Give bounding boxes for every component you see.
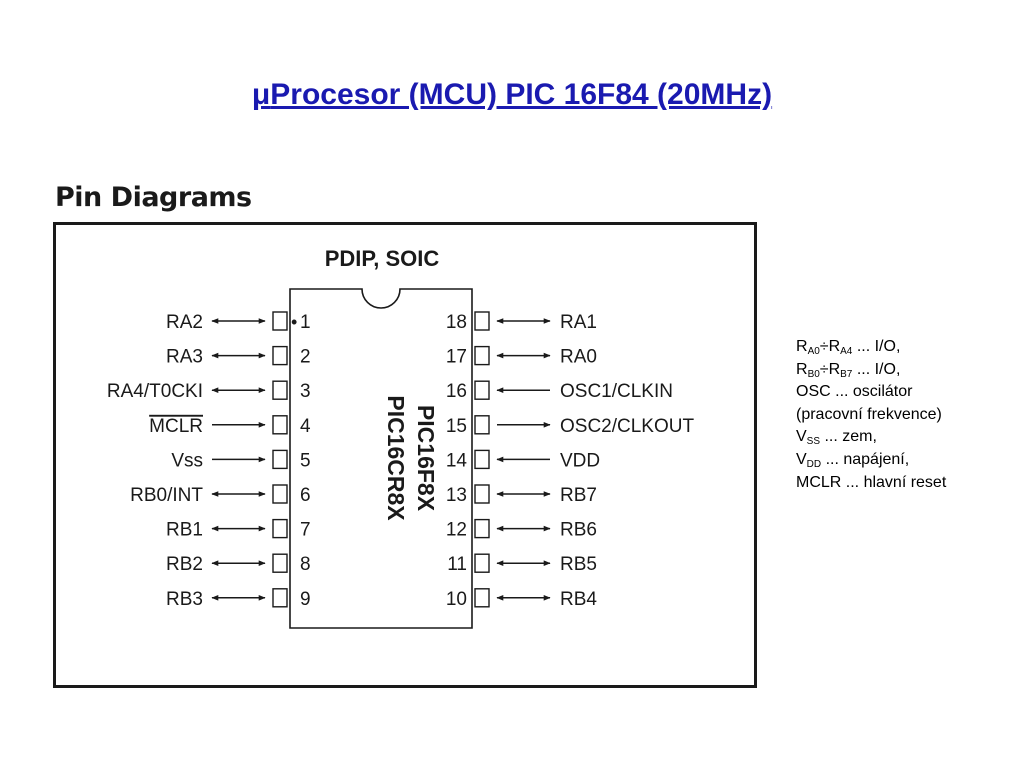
pin-pad bbox=[474, 588, 490, 608]
slide-title-text: Procesor (MCU) PIC 16F84 (20MHz) bbox=[270, 78, 773, 111]
pin-13: 13 RB7 bbox=[446, 484, 597, 506]
pin-label: OSC1/CLKIN bbox=[560, 381, 673, 402]
legend-row-vdd: VDD ... napájení, bbox=[796, 450, 910, 470]
pin-pad bbox=[272, 345, 288, 366]
pin-pad bbox=[474, 553, 490, 573]
pins: 1 RA2 •2 RA3 3 RA4/T0CKI 4 MCLR 5 Vss 6 RB0/INT 7 RB1… bbox=[107, 311, 694, 610]
pin-6: 6 RB0/INT bbox=[130, 484, 311, 506]
pin-number: 3 bbox=[300, 381, 311, 402]
pin-14: 14 VDD bbox=[446, 449, 600, 471]
pin-label: OSC2/CLKOUT bbox=[560, 416, 694, 437]
chip-name-1: PIC16F8X bbox=[413, 405, 439, 512]
legend-row-mclr: MCLR ... hlavní reset bbox=[796, 473, 947, 491]
pin-7: 7 RB1 bbox=[166, 518, 311, 541]
pin-label: RA3 bbox=[166, 347, 203, 368]
pin-number: 18 bbox=[446, 312, 467, 333]
pin-pad bbox=[272, 311, 288, 331]
legend-row-vss: VSS ... zem, bbox=[796, 428, 877, 448]
pin-3: 3 RA4/T0CKI bbox=[107, 380, 311, 402]
pin-number: 13 bbox=[446, 485, 467, 506]
pin-18: 18 RA1 bbox=[446, 311, 597, 333]
pin-label: RB4 bbox=[560, 589, 597, 610]
pin-5: 5 Vss bbox=[171, 449, 311, 471]
legend-row-osc: OSC ... oscilátor bbox=[796, 383, 913, 401]
pin-label: VDD bbox=[560, 450, 600, 471]
pin-label: RA1 bbox=[560, 312, 597, 333]
pin-label: RB2 bbox=[166, 554, 203, 575]
pin-number: 12 bbox=[446, 520, 467, 541]
pin-label: RA0 bbox=[560, 347, 597, 368]
pin-label: RB6 bbox=[560, 520, 597, 541]
pin-label: RB0/INT bbox=[130, 485, 203, 506]
pin-number: 17 bbox=[446, 347, 467, 368]
pin-4: 4 MCLR bbox=[149, 415, 311, 437]
pin-pad bbox=[474, 345, 490, 366]
pin-16: 16 OSC1/CLKIN bbox=[446, 380, 673, 402]
slide-title: μProcesor (MCU) PIC 16F84 (20MHz) bbox=[0, 78, 1024, 112]
diagram-frame bbox=[53, 222, 757, 688]
pin-pad bbox=[272, 588, 288, 608]
pin-number: 8 bbox=[300, 554, 311, 575]
pin-pad bbox=[272, 380, 288, 400]
pin-pad bbox=[272, 553, 288, 573]
pin-2: 2 RA3 bbox=[166, 345, 311, 368]
pin-number: 11 bbox=[447, 554, 467, 575]
pin-label: RA4/T0CKI bbox=[107, 381, 203, 402]
pin-number: 1 bbox=[300, 312, 311, 333]
mu-symbol: μ bbox=[251, 78, 271, 111]
chip-name-2: PIC16CR8X bbox=[383, 395, 409, 521]
pin-number: 9 bbox=[300, 589, 311, 610]
pin-number: 7 bbox=[300, 520, 311, 541]
pin-number: 4 bbox=[300, 416, 311, 437]
pin-9: 9 RB3 bbox=[166, 588, 311, 610]
pin-number: 14 bbox=[446, 450, 468, 471]
pin-label: RA2 bbox=[166, 312, 203, 333]
pin1-marker: • bbox=[291, 312, 297, 332]
pin-pad bbox=[474, 449, 490, 470]
pin-number: 15 bbox=[446, 416, 467, 437]
pin-label: RB5 bbox=[560, 554, 597, 575]
pin-label: Vss bbox=[171, 450, 203, 471]
pin-pad bbox=[272, 518, 288, 539]
pin-pad bbox=[272, 449, 288, 470]
pin-pad bbox=[272, 415, 288, 435]
pin-number: 6 bbox=[300, 485, 311, 506]
diagram-heading: Pin Diagrams bbox=[55, 182, 252, 213]
pin-pad bbox=[474, 518, 490, 539]
pin-12: 12 RB6 bbox=[446, 518, 597, 541]
pin-label: RB7 bbox=[560, 485, 597, 506]
pin-number: 16 bbox=[446, 381, 467, 402]
pin-number: 10 bbox=[446, 589, 467, 610]
legend-row-osc-desc: (pracovní frekvence) bbox=[796, 405, 942, 423]
pin-17: 17 RA0 bbox=[446, 345, 597, 368]
pin-pad bbox=[474, 484, 490, 504]
legend-row-portb: RB0÷RB7 ... I/O, bbox=[796, 360, 901, 380]
chip-body bbox=[289, 288, 473, 629]
pin-1: 1 RA2 • bbox=[166, 311, 311, 333]
pin-label: RB3 bbox=[166, 589, 203, 610]
pin-15: 15 OSC2/CLKOUT bbox=[446, 415, 694, 437]
pin-number: 2 bbox=[300, 347, 311, 368]
pin-pad bbox=[272, 484, 288, 504]
pin-legend: RA0÷RA4 ... I/O, RB0÷RB7 ... I/O, OSC ..… bbox=[796, 336, 946, 494]
pin-label: RB1 bbox=[166, 520, 203, 541]
pin-11: 11 RB5 bbox=[447, 553, 597, 575]
pin-pad bbox=[474, 415, 490, 435]
pin-number: 5 bbox=[300, 450, 311, 471]
pin-10: 10 RB4 bbox=[446, 588, 597, 610]
pin-label: MCLR bbox=[149, 416, 203, 437]
pin-pad bbox=[474, 311, 490, 331]
legend-row-porta: RA0÷RA4 ... I/O, bbox=[796, 338, 901, 357]
pin-8: 8 RB2 bbox=[166, 553, 311, 575]
package-label: PDIP, SOIC bbox=[325, 246, 440, 271]
pin-pad bbox=[474, 380, 490, 400]
